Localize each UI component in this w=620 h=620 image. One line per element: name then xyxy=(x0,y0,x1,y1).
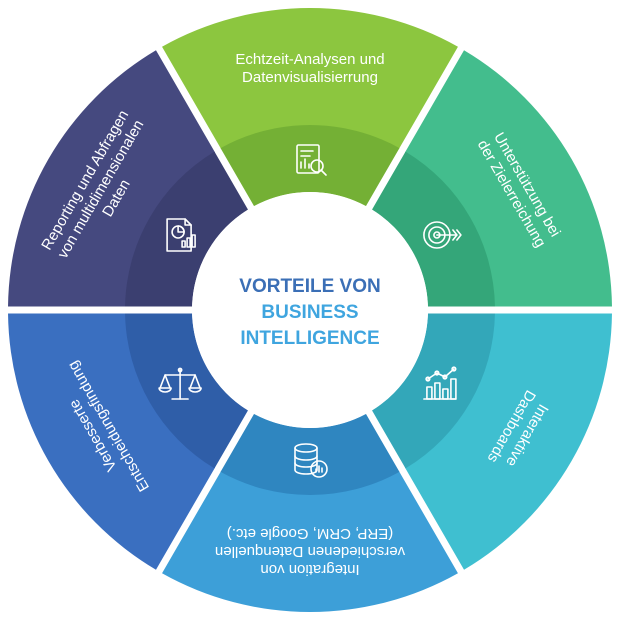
segment-6-outer-band xyxy=(8,50,215,307)
balance-scale-icon xyxy=(158,367,202,400)
segment-4-label-line-2: verschiedenen Datenquellen xyxy=(215,543,405,560)
segment-1-label-line-2: Datenvisualisierrung xyxy=(242,69,378,86)
segment-4-label-line-3: (ERP, CRM, Google etc.) xyxy=(227,525,393,542)
segment-6-inner-band xyxy=(125,151,248,307)
segment-3-inner-band xyxy=(372,313,495,469)
segment-3 xyxy=(372,313,612,570)
segment-5 xyxy=(8,313,248,570)
segment-3-outer-band xyxy=(405,313,612,570)
report-pie-chart-icon xyxy=(166,218,196,252)
segment-4-inner-band xyxy=(220,413,400,496)
segment-5-outer-band xyxy=(8,313,215,570)
segment-1-label-line-1: Echtzeit-Analysen und xyxy=(235,51,384,68)
title-line-3: INTELLIGENCE xyxy=(240,328,379,349)
database-chart-icon xyxy=(294,443,328,478)
dashboard-chart-icon xyxy=(423,366,457,400)
segment-1-outer-band xyxy=(162,8,458,149)
title-line-2: BUSINESS xyxy=(261,302,358,323)
target-arrow-icon xyxy=(423,221,462,249)
segment-1-label: Echtzeit-Analysen undDatenvisualisierrun… xyxy=(235,51,384,86)
segment-6 xyxy=(8,50,248,307)
segment-2-outer-band xyxy=(405,50,612,307)
segment-4-outer-band xyxy=(162,471,458,612)
title-line-1: VORTEILE VON xyxy=(239,276,380,297)
center-circle: VORTEILE VON BUSINESS INTELLIGENCE xyxy=(192,192,428,428)
segment-1 xyxy=(162,8,458,207)
segment-5-inner-band xyxy=(125,313,248,469)
segment-2 xyxy=(372,50,612,307)
segment-1-inner-band xyxy=(220,124,400,207)
report-magnifier-icon xyxy=(296,144,327,176)
segment-2-inner-band xyxy=(372,151,495,307)
segment-4 xyxy=(162,413,458,612)
segment-4-label-line-1: Integration von xyxy=(260,561,359,578)
